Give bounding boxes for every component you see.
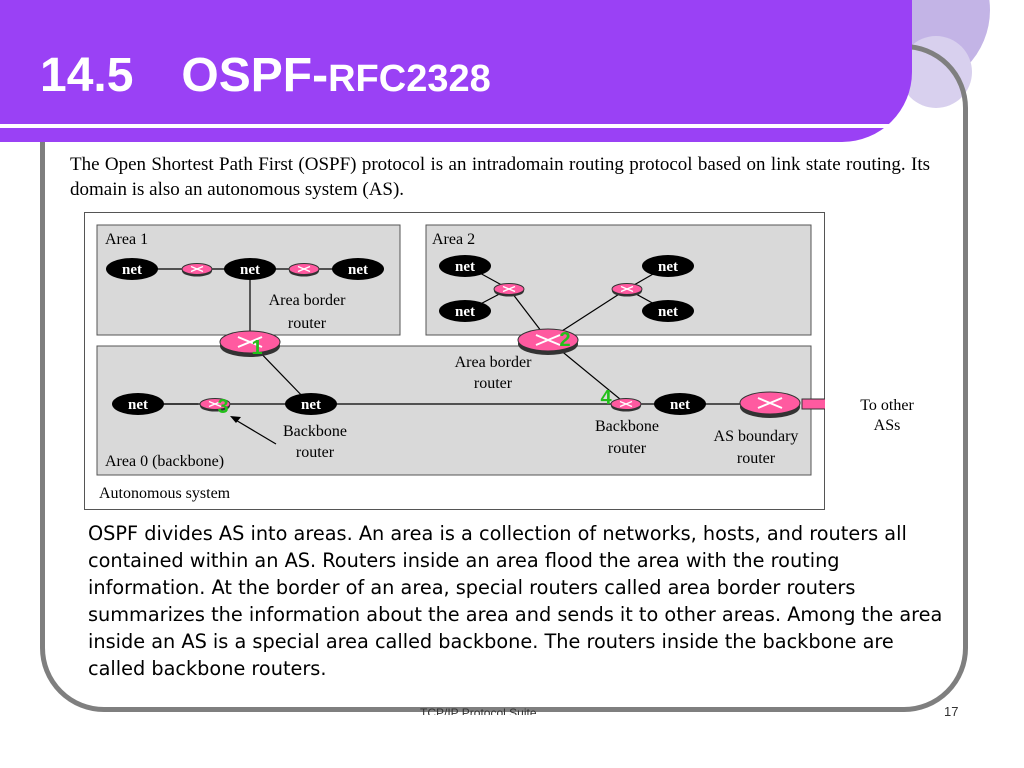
title-main: OSPF- xyxy=(181,49,329,102)
intro-paragraph: The Open Shortest Path First (OSPF) prot… xyxy=(70,154,930,200)
router-area1-right xyxy=(288,262,320,278)
net-label: net xyxy=(455,304,475,320)
net-label: net xyxy=(670,397,690,413)
abr1-label-line1: Area border xyxy=(269,292,347,309)
net-label: net xyxy=(455,259,475,275)
page-number: 17 xyxy=(944,704,959,719)
router-area2-left xyxy=(493,282,525,298)
area1-label: Area 1 xyxy=(105,231,148,248)
router-backbone-2 xyxy=(610,397,642,413)
as-label: Autonomous system xyxy=(99,485,231,502)
to-other-ases-line1: To other xyxy=(860,397,914,414)
title-underline xyxy=(0,124,902,128)
net-label: net xyxy=(301,397,321,413)
arrowhead xyxy=(230,416,241,423)
router-area2-right xyxy=(611,282,643,298)
marker-1: 1 xyxy=(251,337,262,359)
ospf-diagram: net net net net net net net net net net … xyxy=(84,212,825,510)
body-paragraph: OSPF divides AS into areas. An area is a… xyxy=(88,522,943,680)
area2-label: Area 2 xyxy=(432,231,475,248)
to-other-ases-line2: ASs xyxy=(873,417,901,434)
router-as-boundary xyxy=(739,391,801,419)
slide-title: 14.5 OSPF-RFC2328 xyxy=(40,48,491,107)
net-label: net xyxy=(658,259,678,275)
to-other-ases-label: To other ASs xyxy=(846,396,928,436)
abr2-label-line2: router xyxy=(474,375,513,392)
net-label: net xyxy=(122,262,142,278)
bbr1-label-line1: Backbone xyxy=(283,423,347,440)
marker-4: 4 xyxy=(600,387,612,409)
abr1-label-line2: router xyxy=(288,315,327,332)
title-suffix: RFC2328 xyxy=(328,58,491,100)
bbr2-label-line2: router xyxy=(608,440,647,457)
to-other-ases-arrow xyxy=(801,398,825,410)
net-label: net xyxy=(128,397,148,413)
bbr2-label-line1: Backbone xyxy=(595,418,659,435)
asbr-label-line1: AS boundary xyxy=(714,428,799,445)
title-number: 14.5 xyxy=(40,49,134,102)
asbr-label-line2: router xyxy=(737,450,776,467)
abr2-label-line1: Area border xyxy=(455,354,533,371)
marker-2: 2 xyxy=(559,329,570,351)
area1-box xyxy=(96,224,401,336)
bbr1-label-line2: router xyxy=(296,444,335,461)
net-label: net xyxy=(348,262,368,278)
area2-box xyxy=(425,224,812,336)
net-label: net xyxy=(240,262,260,278)
router-area1-left xyxy=(181,262,213,278)
arrow-backbone-router xyxy=(233,418,277,445)
footer-text: TCP/IP Protocol Suite xyxy=(420,706,537,715)
area0-label: Area 0 (backbone) xyxy=(105,453,224,470)
net-label: net xyxy=(658,304,678,320)
marker-3: 3 xyxy=(217,396,228,418)
router-area-border-1 xyxy=(219,330,281,358)
title-bar xyxy=(0,0,912,142)
